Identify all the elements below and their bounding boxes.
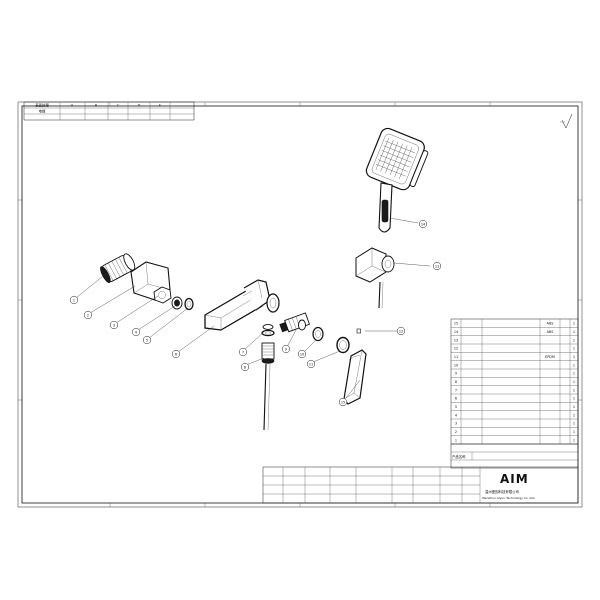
bom-cell: 1 [573,380,575,384]
part-balloon: 9 [281,344,291,354]
bom-cell: 11 [454,355,458,359]
cartridge-rings [312,326,350,354]
part-balloon: 2 [83,310,93,320]
bom-cell: 8 [455,380,457,384]
bom-cell: 1 [573,397,575,401]
balloon-number: 2 [87,313,89,317]
header-cell: 表面处理 [35,103,49,108]
bom-cell: 1 [573,347,575,351]
bom-cell: 1 [573,388,575,392]
part-balloon: 1 [69,295,79,305]
part-balloon: 8 [240,362,250,372]
part-balloon: 10 [297,349,307,359]
bom-cell: 15 [454,322,458,326]
balloon-number: 13 [435,264,439,268]
bom-cell: 12 [454,347,458,351]
exploded-assembly-view [100,127,429,431]
surface-roughness-symbol [560,113,573,129]
bom-cell: 13 [454,338,458,342]
bom-cell: 1 [573,413,575,417]
bom-cell: 1 [573,372,575,376]
balloon-number: 11 [309,362,313,366]
header-cell: 电镀 [39,109,46,114]
bom-cell: ABS [547,330,554,334]
part-balloon: 5 [142,335,152,345]
balloon-number: 7 [242,350,244,354]
shower-holder-part [355,247,395,309]
bom-cell: 1 [573,363,575,367]
drawing-frame [17,101,583,508]
bom-cell: 14 [454,330,458,334]
balloon-number: 4 [135,330,137,334]
balloon-number: 3 [113,323,115,327]
part-balloon: 11 [306,359,316,369]
balloon-number: 1 [73,298,75,302]
header-cell: A [71,104,74,108]
lever-handle [343,349,367,405]
title-block: AIM 温州爱因科技有限公司 Wenzhou Aiyun Technology … [262,466,579,504]
bom-cell: 1 [573,355,575,359]
hand-shower-part [365,127,429,233]
bom-cell: 1 [573,405,575,409]
balloon-number: 9 [285,347,287,351]
bom-cell: 1 [573,430,575,434]
hose-fitting [261,324,275,431]
product-name-box: 产品名称 [450,443,579,469]
balloon-number: 8 [244,365,246,369]
set-screw [356,328,361,334]
part-balloon: 15 [338,397,348,407]
bom-cell: 1 [573,438,575,442]
bom-cell: 3 [455,422,457,426]
header-cell: D [138,104,141,108]
bom-cell: 1 [573,338,575,342]
bom-cell: 10 [454,363,458,367]
bom-cell: 4 [455,413,457,417]
balloon-number: 10 [300,352,304,356]
bom-cell: 9 [455,372,457,376]
balloon-number: 6 [175,352,177,356]
balloon-number: 5 [146,338,148,342]
company-name-cn: 温州爱因科技有限公司 [485,489,519,494]
part-balloon: 6 [171,349,181,359]
balloon-number: 12 [399,329,403,333]
bom-cell: 1 [573,322,575,326]
cartridge [279,312,311,333]
part-balloon: 12 [396,326,406,336]
part-balloon: 3 [109,320,119,330]
part-balloon: 13 [432,261,442,271]
bom-cell: 1 [573,330,575,334]
header-cell: E [159,104,161,108]
header-cell: B [95,104,98,108]
inlet-washers [171,296,194,311]
balloon-number: 14 [421,222,425,226]
bom-cell: 1 [455,438,457,442]
part-balloon: 14 [418,219,428,229]
bom-cell: ABS [547,322,554,326]
bom-cell: 7 [455,388,457,392]
part-balloon: 7 [238,347,248,357]
bom-cell: 1 [573,422,575,426]
product-name-label: 产品名称 [452,454,466,459]
header-cell: C [117,104,120,108]
bom-cell: 2 [455,430,457,434]
mixer-body [204,279,280,331]
bom-cell: EPDM [545,355,555,359]
hex-nut [153,286,172,304]
bom-cell: 6 [455,397,457,401]
bom-cell: 5 [455,405,457,409]
company-logo: AIM [500,472,529,486]
part-balloon: 4 [131,327,141,337]
balloon-number: 15 [341,400,345,404]
company-name-en: Wenzhou Aiyun Technology Co.,Ltd. [482,496,535,500]
wall-inlet-connector [100,253,136,283]
surface-treatment-table: 表面处理 A B C D E 电镀 [23,101,195,121]
